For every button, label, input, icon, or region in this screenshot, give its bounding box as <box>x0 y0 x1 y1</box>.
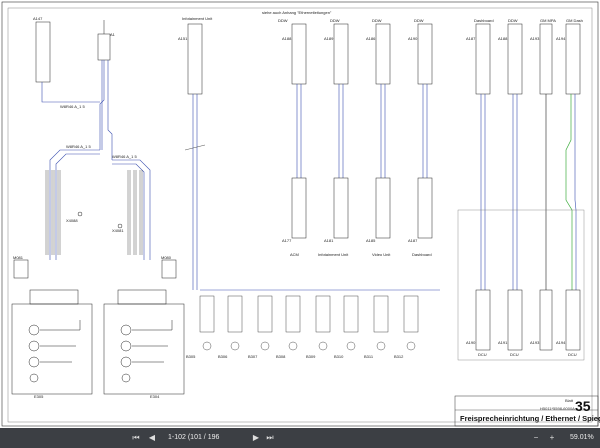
svg-text:DDW: DDW <box>330 18 340 23</box>
first-page-button[interactable]: ⏮ <box>132 433 140 442</box>
page-number: 35 <box>575 398 591 414</box>
svg-text:B310: B310 <box>334 354 344 359</box>
svg-text:GM MPA: GM MPA <box>540 18 556 23</box>
ddw-column-2: DDW A189 A181 Infotainment Unit <box>318 18 349 257</box>
svg-text:DDW: DDW <box>414 18 424 23</box>
speaker-row: B305 B306 B307 B308 B309 B310 B311 B312 <box>186 289 440 359</box>
schematic-sheet: A147 A1 W8R46 A_1 5 W8R46 A_1 5 W8R46 A_… <box>0 0 600 428</box>
svg-text:A193: A193 <box>530 340 540 345</box>
svg-text:B305: B305 <box>186 354 196 359</box>
label-x4088: X4088 <box>66 218 78 223</box>
label-a147: A147 <box>33 16 43 21</box>
svg-text:A190: A190 <box>408 36 418 41</box>
svg-text:A185: A185 <box>366 238 376 243</box>
page-number-input[interactable]: 1-102 (101 / 196 <box>168 434 220 441</box>
zoom-level[interactable]: 59.01% <box>570 434 594 441</box>
svg-text:A188: A188 <box>282 36 292 41</box>
zoom-out-button[interactable]: − <box>533 433 539 442</box>
label-x4081: X4081 <box>112 228 124 233</box>
svg-text:B312: B312 <box>394 354 404 359</box>
svg-text:DDW: DDW <box>278 18 288 23</box>
svg-text:B306: B306 <box>218 354 228 359</box>
label-m081: M081 <box>13 255 24 260</box>
previous-page-button[interactable]: ◀ <box>148 433 156 442</box>
svg-text:Infotainment Unit: Infotainment Unit <box>318 252 349 257</box>
wiring-diagram: A147 A1 W8R46 A_1 5 W8R46 A_1 5 W8R46 A_… <box>1 1 599 427</box>
sheet-label: Blatt <box>565 398 574 403</box>
svg-text:B307: B307 <box>248 354 258 359</box>
label-e304: E304 <box>150 394 160 399</box>
svg-text:A187: A187 <box>466 36 476 41</box>
annotation-note: siehe auch Anhang "Ethernetleitungen" <box>262 10 332 15</box>
svg-text:A189: A189 <box>324 36 334 41</box>
svg-text:DCU: DCU <box>478 352 487 357</box>
connector-a147 <box>35 21 51 83</box>
ddw-column-3: DDW A186 A185 Video Unit <box>366 18 391 257</box>
svg-text:Dashboard: Dashboard <box>474 18 494 23</box>
svg-text:W8R46 A_1 5: W8R46 A_1 5 <box>112 154 137 159</box>
svg-text:A191: A191 <box>498 340 508 345</box>
svg-text:A187: A187 <box>408 238 418 243</box>
label-m080: M080 <box>161 255 172 260</box>
zoom-in-button[interactable]: + <box>549 433 555 442</box>
svg-text:B308: B308 <box>276 354 286 359</box>
svg-text:A181: A181 <box>324 238 334 243</box>
last-page-button[interactable]: ⏭ <box>266 433 274 442</box>
svg-text:DDW: DDW <box>372 18 382 23</box>
svg-text:A194: A194 <box>556 340 566 345</box>
svg-text:A177: A177 <box>282 238 292 243</box>
right-columns: Dashboard A187 DDW A188 GM MPA A193 GM D… <box>457 18 585 361</box>
label-infotainment: Infotainment Unit <box>182 16 213 21</box>
ddw-column-1: DDW A188 A177 ACM <box>278 18 307 257</box>
svg-text:A194: A194 <box>556 36 566 41</box>
svg-text:A1: A1 <box>110 32 116 37</box>
document-id: H5011*5598-6000A <box>540 406 575 411</box>
svg-text:DCU: DCU <box>510 352 519 357</box>
svg-text:A193: A193 <box>530 36 540 41</box>
svg-text:B311: B311 <box>364 354 374 359</box>
page-title: Freisprecheinrichtung / Ethernet / Spieg… <box>460 414 600 423</box>
svg-text:B309: B309 <box>306 354 316 359</box>
svg-text:A186: A186 <box>366 36 376 41</box>
viewer-toolbar: ⏮ ◀ 1-102 (101 / 196 ▶ ⏭ − + 59.01% <box>0 428 600 448</box>
label-e305: E305 <box>34 394 44 399</box>
svg-text:ACM: ACM <box>290 252 299 257</box>
svg-text:DDW: DDW <box>508 18 518 23</box>
next-page-button[interactable]: ▶ <box>252 433 260 442</box>
ddw-column-4: DDW A190 A187 Dashboard <box>408 18 433 257</box>
svg-text:A188: A188 <box>498 36 508 41</box>
svg-text:DCU: DCU <box>568 352 577 357</box>
svg-text:Dashboard: Dashboard <box>412 252 432 257</box>
svg-text:Video Unit: Video Unit <box>372 252 391 257</box>
svg-text:GM Dash: GM Dash <box>566 18 583 23</box>
label-a151: A151 <box>178 36 188 41</box>
svg-text:A190: A190 <box>466 340 476 345</box>
svg-text:W8R46 A_1 5: W8R46 A_1 5 <box>60 104 85 109</box>
svg-text:W8R46 A_1 5: W8R46 A_1 5 <box>66 144 91 149</box>
